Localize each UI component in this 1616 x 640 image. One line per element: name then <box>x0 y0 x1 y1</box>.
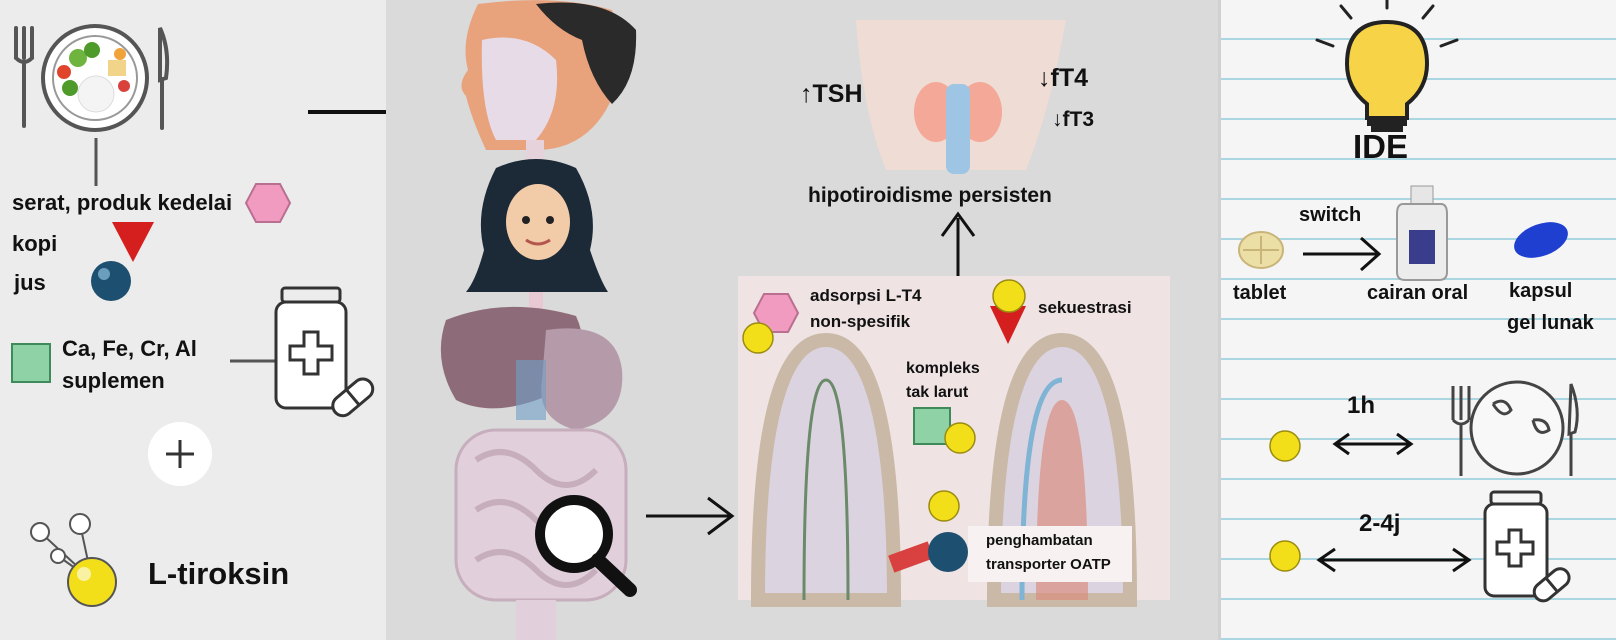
right-art <box>1238 0 1579 603</box>
switch-label: switch <box>1299 204 1362 226</box>
right-panel: IDE switch tablet cairan oral kapsul gel… <box>1218 0 1616 640</box>
ft4-label: ↓fT4 <box>1038 64 1088 92</box>
fork-icon <box>14 26 34 128</box>
green-square-icon <box>913 407 951 445</box>
switch-arrow <box>1303 236 1382 272</box>
complex-label-2: tak larut <box>906 384 969 401</box>
oral-liquid-label: cairan oral <box>1367 282 1469 304</box>
plate-icon <box>1451 380 1579 476</box>
middle-panel: ↑TSH ↓fT4 ↓fT3 hipotiroidisme persisten … <box>386 0 1218 640</box>
oatp-label-2: transporter OATP <box>986 556 1111 573</box>
food-interval-label: 1h <box>1347 392 1376 419</box>
pink-hexagon-icon <box>752 293 800 333</box>
thyroid-neck-illustration <box>856 20 1066 174</box>
tablet-label: tablet <box>1233 282 1287 304</box>
green-square-icon <box>11 343 51 383</box>
complex-label-1: kompleks <box>906 360 980 377</box>
oatp-label-box <box>968 526 1132 582</box>
woman-hijab-illustration <box>466 159 608 292</box>
red-triangle-icon <box>990 306 1026 344</box>
blue-sphere-icon <box>91 261 131 301</box>
arrow-to-villi <box>646 496 735 536</box>
middle-art <box>440 0 1170 640</box>
meal-plate-icon <box>41 24 149 132</box>
softgel-label-1: kapsul <box>1509 280 1573 302</box>
interval-supplement-arrow <box>1316 547 1472 573</box>
red-triangle-icon <box>112 222 154 262</box>
left-art <box>11 24 386 607</box>
softgel-capsule-icon <box>1514 222 1568 258</box>
yellow-sphere-icon <box>1269 430 1301 462</box>
food-fiber-soy-label: serat, produk kedelai <box>12 190 233 215</box>
tsh-label: ↑TSH <box>800 80 863 108</box>
blue-sphere-icon <box>928 532 968 572</box>
adsorption-label-2: non-spesifik <box>810 312 911 331</box>
digestive-organs-illustration <box>440 306 628 640</box>
supplement-interval-label: 2-4j <box>1359 510 1401 537</box>
yellow-sphere-icon <box>992 279 1026 313</box>
knife-icon <box>158 27 170 130</box>
yellow-sphere-icon <box>742 322 774 354</box>
pink-hexagon-icon <box>244 183 292 223</box>
oral-liquid-bottle-icon <box>1396 185 1448 281</box>
food-juice-label: jus <box>14 270 46 295</box>
plus-icon <box>148 422 212 486</box>
oatp-label-1: penghambatan <box>986 532 1093 549</box>
yellow-sphere-icon <box>928 490 960 522</box>
outcome-label: hipotiroidisme persisten <box>808 184 1052 207</box>
yellow-sphere-icon <box>1269 540 1301 572</box>
yellow-sphere-icon <box>944 422 976 454</box>
idea-title: IDE <box>1353 128 1409 165</box>
medicine-bottle-icon <box>274 286 375 418</box>
levothyroxine-label: L-tiroksin <box>148 556 290 591</box>
softgel-label-2: gel lunak <box>1507 312 1594 334</box>
light-bulb-icon <box>1315 0 1459 132</box>
interval-food-arrow <box>1332 432 1414 456</box>
sequestration-label: sekuestrasi <box>1038 298 1132 317</box>
arrow-to-head <box>308 110 386 114</box>
tablet-icon <box>1238 231 1284 269</box>
adsorption-label-1: adsorpsi L-T4 <box>810 286 922 305</box>
molecule-icon <box>30 513 117 607</box>
left-panel: serat, produk kedelai kopi jus Ca, Fe, C… <box>0 0 386 640</box>
ft3-label: ↓fT3 <box>1052 108 1094 131</box>
magnifier-icon <box>535 495 637 597</box>
supplement-minerals-label: Ca, Fe, Cr, Al <box>62 336 197 361</box>
head-profile-illustration <box>461 0 637 180</box>
oatp-transporter-icon <box>888 541 934 573</box>
food-coffee-label: kopi <box>12 231 58 256</box>
supplement-label: suplemen <box>62 368 165 393</box>
supplement-bottle-icon <box>1483 490 1571 603</box>
